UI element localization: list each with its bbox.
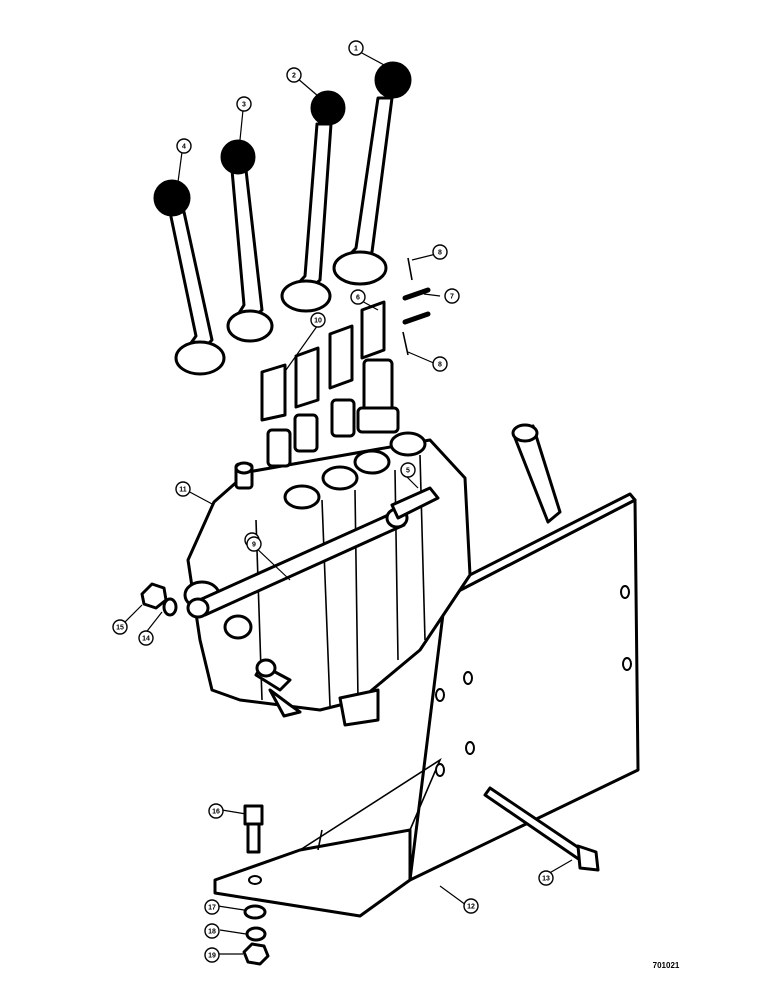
lever-3 xyxy=(220,139,274,343)
svg-text:5: 5 xyxy=(406,468,410,475)
svg-text:3: 3 xyxy=(242,102,246,109)
link xyxy=(390,486,440,520)
knob-4 xyxy=(153,179,191,217)
svg-text:19: 19 xyxy=(208,953,216,960)
nut-19 xyxy=(242,942,270,966)
lever-pins xyxy=(402,287,431,325)
svg-text:12: 12 xyxy=(467,904,475,911)
callout-12: 12 xyxy=(463,898,479,914)
svg-text:11: 11 xyxy=(179,487,187,494)
svg-text:9: 9 xyxy=(252,542,256,549)
drawing-code: 701021 xyxy=(653,961,680,970)
svg-text:15: 15 xyxy=(116,625,124,632)
lever-4 xyxy=(153,179,226,376)
mounting-bracket xyxy=(213,423,640,918)
nut-15 xyxy=(140,582,168,610)
knob-3 xyxy=(220,139,256,175)
knob-2 xyxy=(310,90,346,126)
svg-text:10: 10 xyxy=(314,318,322,325)
svg-text:8: 8 xyxy=(438,250,442,257)
cotter-pins xyxy=(402,257,413,356)
lever-2 xyxy=(280,90,346,313)
callout-4: 4 xyxy=(176,138,192,154)
svg-text:18: 18 xyxy=(208,929,216,936)
callout-16: 16 xyxy=(208,803,224,819)
lockwasher-18 xyxy=(245,926,267,942)
callout-7: 7 xyxy=(444,288,460,304)
callout-10: 10 xyxy=(310,312,326,328)
callout-5: 5 xyxy=(400,462,416,478)
svg-text:6: 6 xyxy=(356,295,360,302)
callout-17: 17 xyxy=(204,899,220,915)
control-valve xyxy=(183,431,472,727)
svg-text:1: 1 xyxy=(354,46,358,53)
callout-8-lower: 8 xyxy=(432,356,448,372)
lever-1 xyxy=(332,61,412,286)
callout-9: 9 xyxy=(246,536,262,552)
washer-14 xyxy=(162,597,178,617)
svg-text:7: 7 xyxy=(450,294,454,301)
svg-text:2: 2 xyxy=(292,73,296,80)
svg-text:4: 4 xyxy=(182,144,186,151)
washer-17 xyxy=(243,904,267,920)
callout-13: 13 xyxy=(538,870,554,886)
bolt-16 xyxy=(243,804,264,854)
callout-3: 3 xyxy=(236,96,252,112)
lower-link xyxy=(254,658,292,692)
callout-8-upper: 8 xyxy=(432,244,448,260)
svg-text:8: 8 xyxy=(438,362,442,369)
callout-2: 2 xyxy=(286,67,302,83)
callout-18: 18 xyxy=(204,923,220,939)
callout-1: 1 xyxy=(348,40,364,56)
knob-1 xyxy=(374,61,412,99)
svg-text:14: 14 xyxy=(142,636,150,643)
callout-14: 14 xyxy=(138,630,154,646)
svg-text:16: 16 xyxy=(212,809,220,816)
spool-clevises xyxy=(260,300,400,468)
svg-text:13: 13 xyxy=(542,876,550,883)
callout-11: 11 xyxy=(175,481,191,497)
callout-19: 19 xyxy=(204,947,220,963)
callout-6-upper: 6 xyxy=(350,289,366,305)
bolt-13 xyxy=(483,786,600,872)
callout-15: 15 xyxy=(112,619,128,635)
svg-text:17: 17 xyxy=(208,905,216,912)
